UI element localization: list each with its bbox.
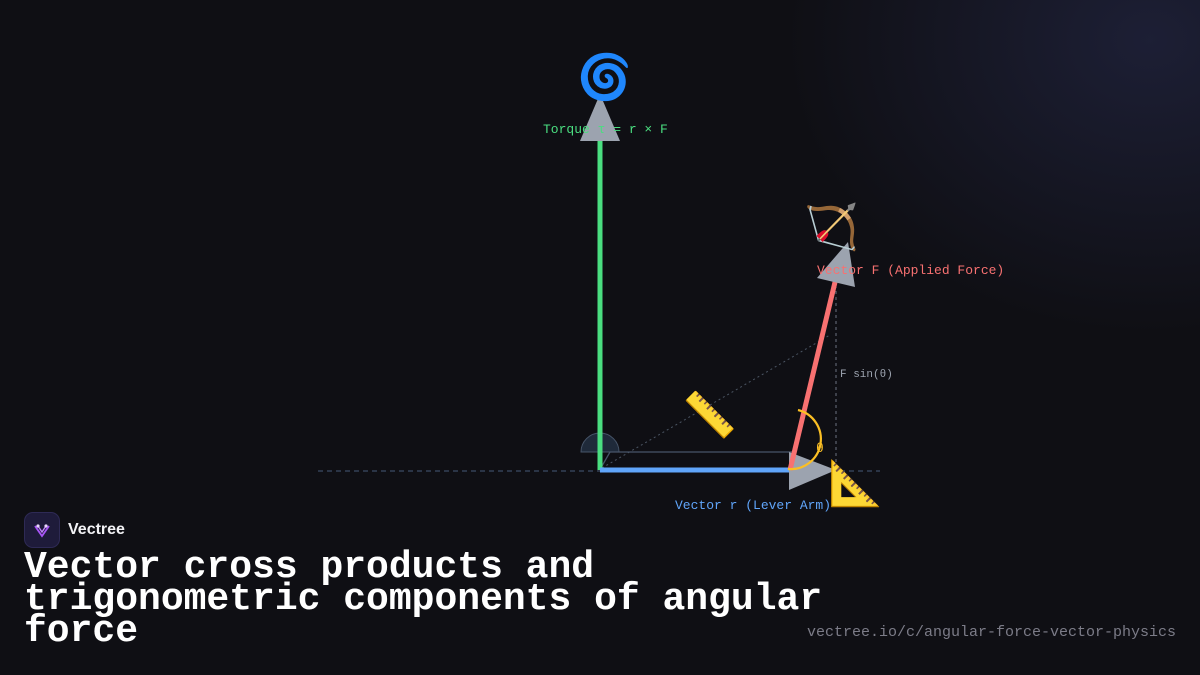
force-vector bbox=[787, 277, 839, 471]
fsin-label: F sin(θ) bbox=[840, 369, 893, 381]
spiral-icon: 🌀 bbox=[577, 52, 632, 103]
vectree-logo-icon bbox=[24, 512, 60, 548]
set-square-icon: 📐 bbox=[828, 458, 883, 509]
torque-arrowhead bbox=[580, 94, 620, 141]
lever-arrowhead bbox=[789, 452, 836, 490]
brand-name: Vectree bbox=[68, 521, 125, 538]
lever-label: Vector r (Lever Arm) bbox=[675, 498, 831, 513]
page-url: vectree.io/c/angular-force-vector-physic… bbox=[806, 624, 1176, 641]
force-label: Vector F (Applied Force) bbox=[817, 263, 1004, 278]
parallelogram-outline bbox=[601, 451, 795, 467]
bow-and-arrow-icon: 🏹 bbox=[804, 202, 859, 253]
brand: Vectree bbox=[24, 512, 125, 548]
theta-arc bbox=[787, 408, 822, 471]
page-title: Vector cross products and trigonometric … bbox=[24, 546, 823, 653]
theta-label: θ bbox=[816, 441, 824, 456]
projection-line bbox=[601, 334, 831, 469]
ruler-icon: 📏 bbox=[682, 390, 737, 441]
force-arrowhead bbox=[817, 242, 855, 287]
torque-label: Torque τ = r × F bbox=[543, 122, 668, 137]
